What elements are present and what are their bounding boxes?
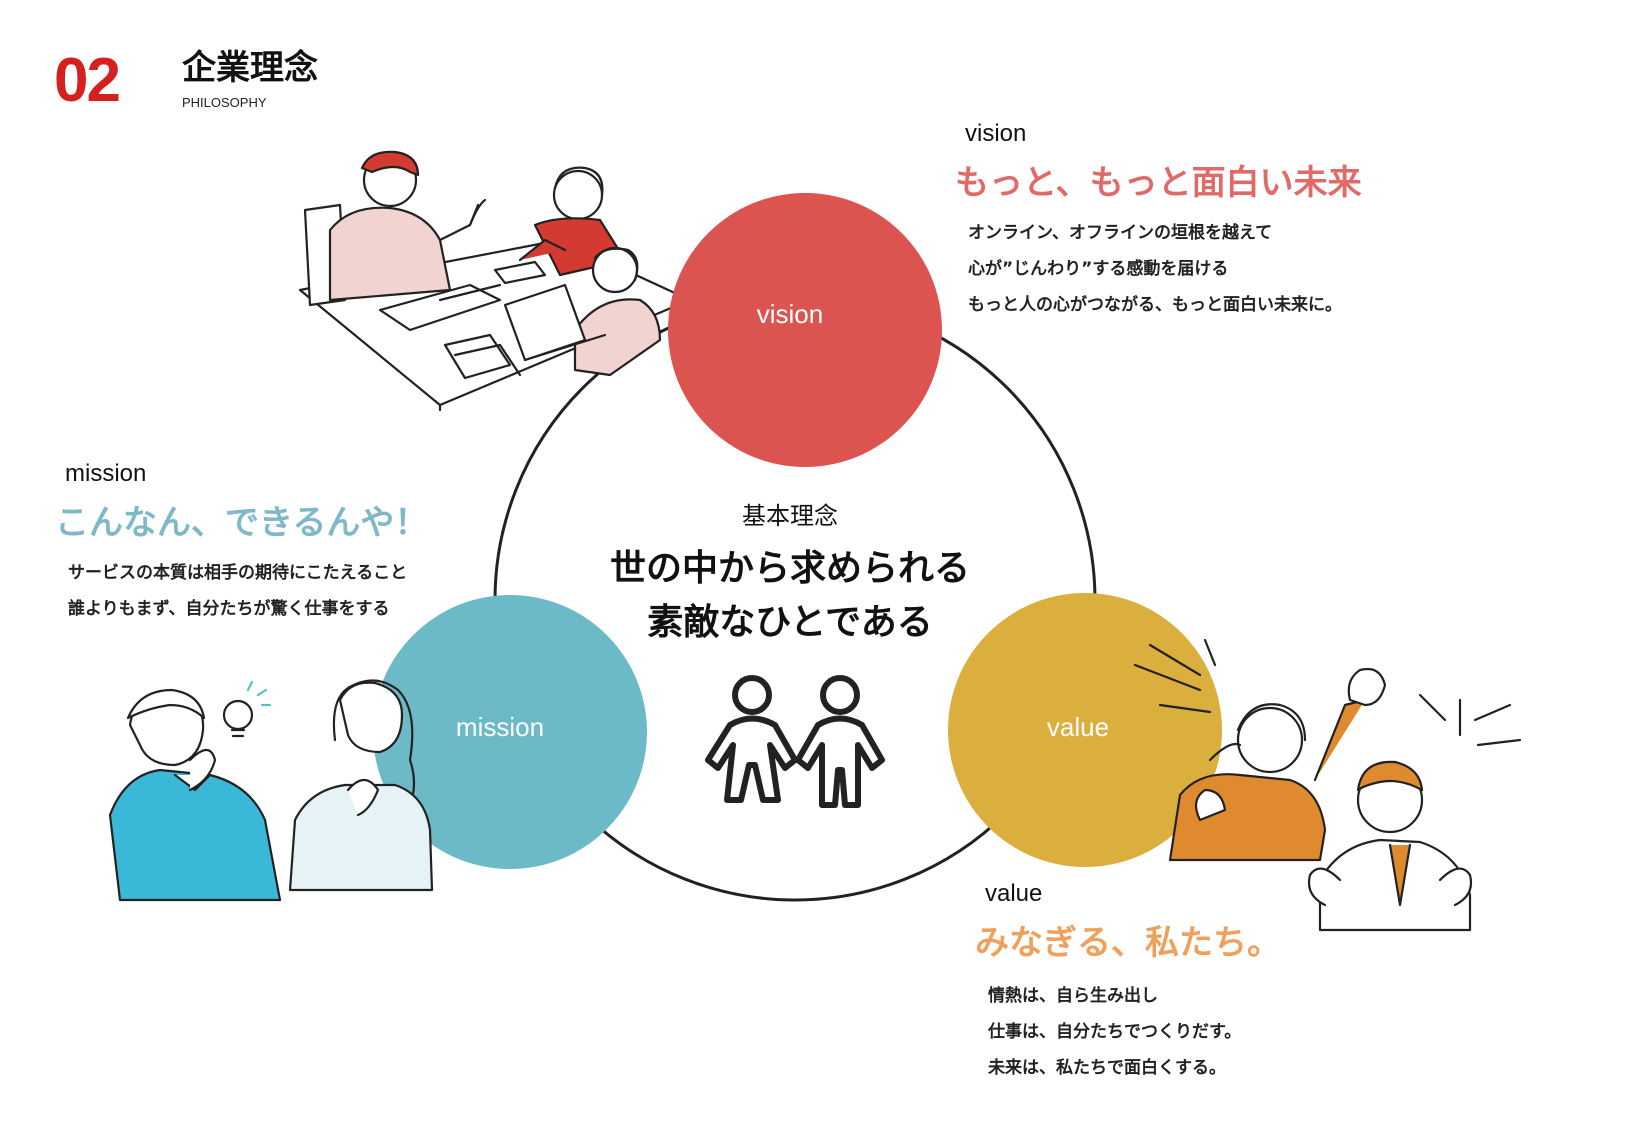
cheering-people-illustration — [1133, 638, 1522, 932]
page-title: 企業理念 — [182, 48, 318, 88]
vision-circle — [668, 193, 942, 467]
mission-catch: こんなん、できるんや！ — [55, 503, 429, 543]
mission-circle — [373, 595, 647, 869]
value-circle-label: value — [1047, 712, 1109, 742]
value-line: 仕事は、自分たちでつくりだす。 — [988, 1022, 1242, 1042]
core-message-line: 世の中から求められる — [609, 548, 970, 589]
value-catch: みなぎる、私たち。 — [975, 923, 1281, 963]
core-message-line: 素敵なひとである — [647, 602, 933, 643]
vision-line: もっと人の心がつながる、もっと面白い未来に。 — [968, 295, 1342, 315]
vision-heading: vision — [965, 120, 1027, 147]
core-message: 世の中から求められる 素敵なひとである — [560, 542, 1020, 650]
mission-circle-label: mission — [456, 712, 544, 742]
vision-catch: もっと、もっと面白い未来 — [955, 163, 1362, 203]
value-line: 情熱は、自ら生み出し — [988, 986, 1158, 1006]
vision-line: オンライン、オフラインの垣根を越えて — [968, 223, 1273, 243]
value-heading: value — [985, 880, 1043, 907]
people-icon — [705, 675, 885, 808]
value-description: 情熱は、自ら生み出し 仕事は、自分たちでつくりだす。 未来は、私たちで面白くする… — [988, 978, 1241, 1086]
mission-heading: mission — [65, 460, 147, 487]
mission-line: サービスの本質は相手の期待にこたえること — [68, 563, 408, 583]
vision-description: オンライン、オフラインの垣根を越えて 心が”じんわり”する感動を届ける もっと人… — [968, 215, 1342, 323]
mission-description: サービスの本質は相手の期待にこたえること 誰よりもまず、自分たちが驚く仕事をする — [68, 555, 407, 627]
vision-line: 心が”じんわり”する感動を届ける — [968, 259, 1229, 279]
vision-circle-label: vision — [757, 299, 823, 329]
value-line: 未来は、私たちで面白くする。 — [988, 1058, 1226, 1078]
thinking-people-illustration — [108, 679, 434, 902]
page-subtitle: PHILOSOPHY — [182, 95, 267, 110]
mission-line: 誰よりもまず、自分たちが驚く仕事をする — [68, 599, 390, 619]
value-circle — [948, 593, 1222, 867]
core-label: 基本理念 — [742, 502, 838, 530]
section-number: 02 — [54, 46, 121, 115]
meeting-illustration — [298, 150, 692, 412]
